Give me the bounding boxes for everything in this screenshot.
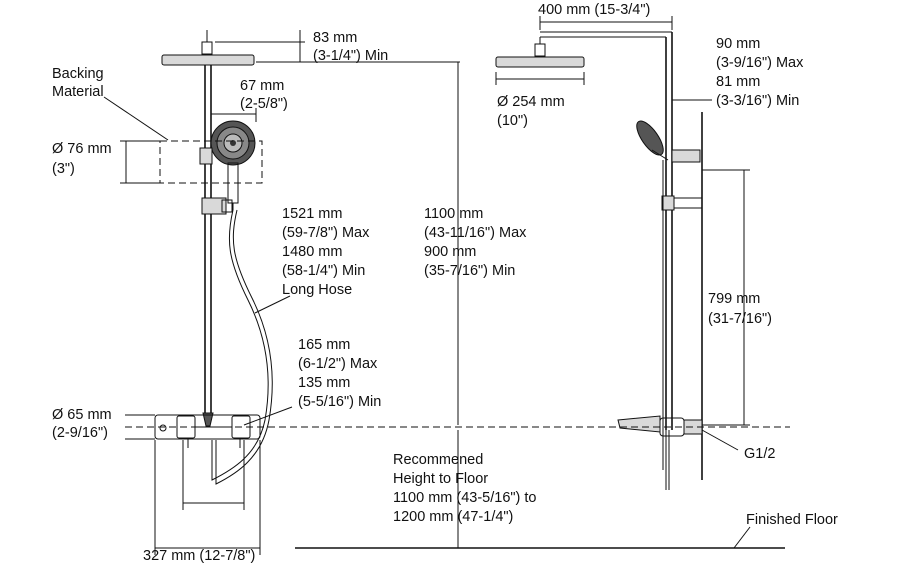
side-valve — [617, 415, 703, 437]
backing-diameter-label: Ø 76 mm (3") — [52, 141, 116, 177]
head-diameter-label: Ø 254 mm (10") — [497, 94, 569, 129]
finished-floor-label: Finished Floor — [746, 512, 838, 528]
column-height-label: 1100 mm (43-11/16") Max 900 mm (35-7/16"… — [424, 206, 530, 279]
handshower-diameter-label: 67 mm (2-5/8") — [240, 78, 288, 112]
top-offset-label: 83 mm (3-1/4") Min — [313, 30, 388, 64]
bracket-spacing-label: 799 mm (31-7/16") — [708, 291, 772, 327]
thread-label: G1/2 — [744, 446, 775, 462]
arm-reach-label: 400 mm (15-3/4") — [538, 2, 650, 18]
side-view — [495, 31, 703, 490]
hose-length-label: 1521 mm (59-7/8") Max 1480 mm (58-1/4") … — [282, 206, 373, 298]
side-shower-arm — [495, 31, 672, 68]
front-handshower — [210, 120, 256, 210]
front-hose — [211, 209, 269, 481]
side-column — [665, 32, 673, 430]
front-shower-head — [161, 30, 255, 66]
backing-material-outline — [159, 140, 263, 184]
arm-projection-label: 90 mm (3-9/16") Max 81 mm (3-3/16") Min — [716, 36, 807, 109]
side-handshower — [636, 120, 703, 211]
front-column — [202, 65, 214, 427]
backing-material-label: Backing Material — [52, 66, 108, 100]
dimension-lines — [103, 16, 790, 555]
recommended-height-label: Recommened Height to Floor 1100 mm (43-5… — [393, 452, 541, 525]
valve-spacing-label: 165 mm (6-1/2") Max 135 mm (5-5/16") Min — [298, 337, 381, 410]
valve-diameter-label: Ø 65 mm (2-9/16") — [52, 407, 116, 441]
valve-width-label: 327 mm (12-7/8") — [143, 548, 255, 564]
labels: 83 mm (3-1/4") Min Backing Material 67 m… — [52, 2, 838, 564]
front-slider-bracket — [199, 147, 233, 215]
